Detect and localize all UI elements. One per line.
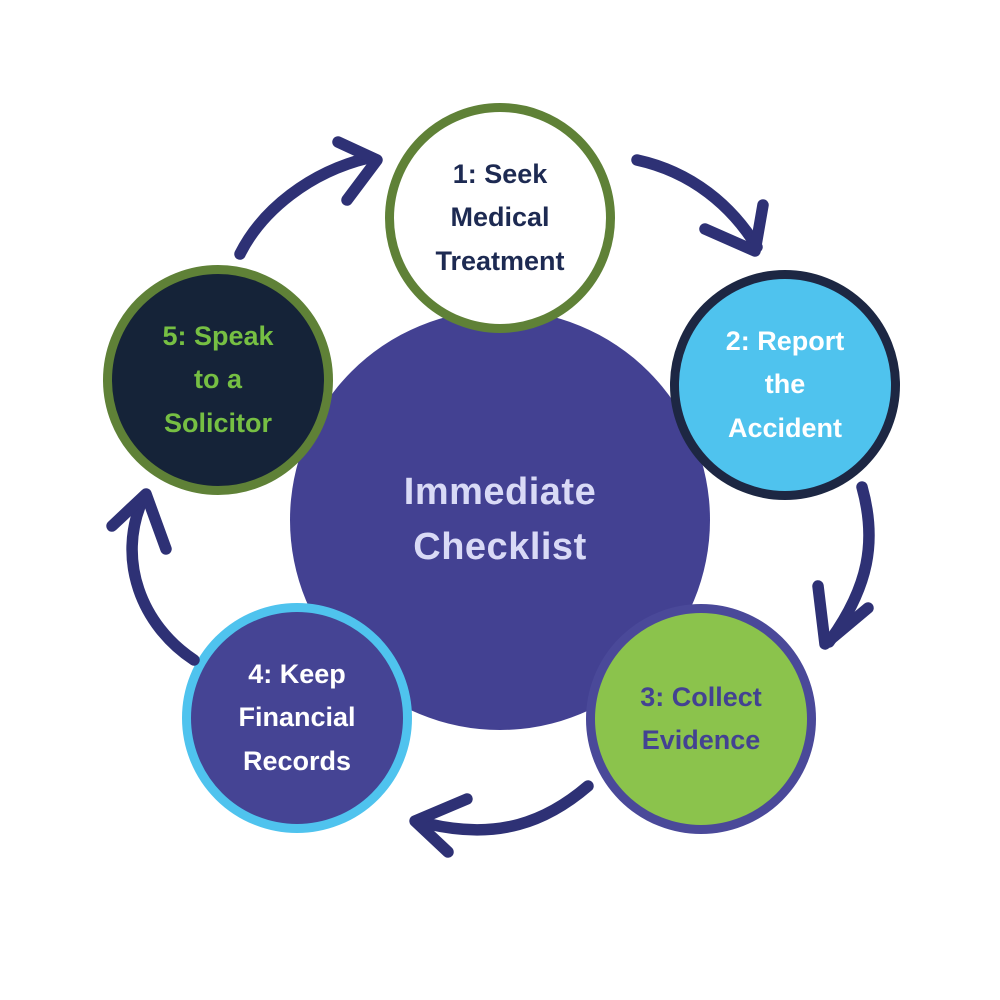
step-label-4: 4: Keep Financial Records [238,659,356,776]
arrow-2-to-3-icon [812,481,875,650]
arrow-1-to-2-icon [631,154,769,257]
step-label-5: 5: Speak to a Solicitor [162,321,274,438]
step-circle-2-report-the-accident: 2: Report the Accident [670,270,900,500]
arrow-3-to-4-icon [409,780,594,858]
step-label-2: 2: Report the Accident [725,326,845,443]
step-label-3: 3: Collect Evidence [640,681,762,755]
step-circle-4-keep-financial-records: 4: Keep Financial Records [182,603,412,833]
step-circle-3-collect-evidence: 3: Collect Evidence [586,604,816,834]
arrow-5-to-1-icon [234,136,383,260]
arrow-4-to-5-icon [106,488,200,666]
step-circle-1-seek-medical-treatment: 1: Seek Medical Treatment [385,103,615,333]
step-circle-5-speak-to-a-solicitor: 5: Speak to a Solicitor [103,265,333,495]
step-label-1: 1: Seek Medical Treatment [435,159,565,276]
center-circle-label: Immediate Checklist [403,470,597,568]
